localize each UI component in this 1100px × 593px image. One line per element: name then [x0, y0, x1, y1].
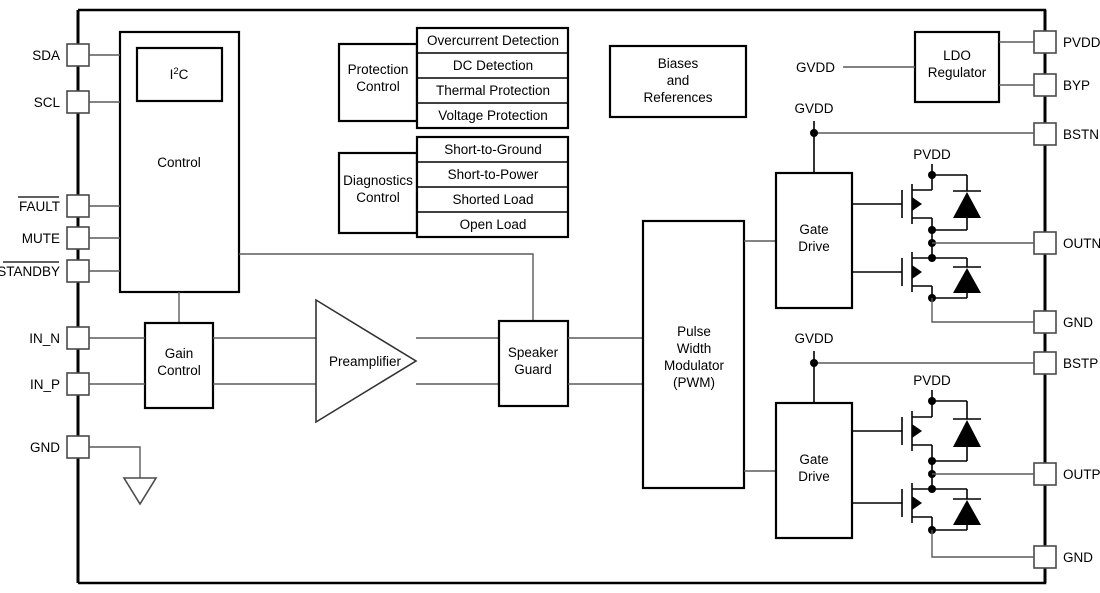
pin-standby-label: STANDBY — [0, 264, 60, 279]
protection-item-1[interactable]: DC Detection — [453, 58, 533, 73]
junction-dot-gvdd-bot — [810, 359, 818, 367]
pvdd-bot-label: PVDD — [913, 373, 951, 388]
gvdd-ldo-label: GVDD — [796, 60, 835, 75]
protection-control-label-1: Protection — [348, 62, 409, 77]
diagnostics-item-1[interactable]: Short-to-Power — [448, 167, 539, 182]
gate-drive-bot-label-1: Gate — [799, 452, 828, 467]
pin-scl[interactable]: SCL — [34, 90, 90, 114]
biases-label-3: References — [643, 90, 712, 105]
pin-in-n[interactable]: IN_N — [29, 326, 90, 350]
gain-control-block[interactable] — [143, 321, 215, 410]
pwm-label-1: Pulse — [677, 324, 711, 339]
pin-byp[interactable]: BYP — [1033, 73, 1090, 97]
pwm-block[interactable] — [641, 219, 746, 490]
gate-drive-bottom-block[interactable] — [774, 401, 854, 540]
pin-in-n-label: IN_N — [29, 331, 60, 346]
mosfet-high-side-outn — [852, 174, 981, 234]
pin-sda-label: SDA — [32, 48, 60, 63]
gate-drive-bot-label-2: Drive — [798, 469, 830, 484]
i2c-block[interactable] — [135, 46, 224, 103]
junction-dot-gvdd-top — [810, 129, 818, 137]
pin-outn[interactable]: OUTN — [1033, 231, 1100, 255]
pvdd-top-label: PVDD — [913, 147, 951, 162]
wire-control-speakerguard — [239, 253, 534, 321]
preamplifier-label: Preamplifier — [329, 354, 402, 369]
protection-control-label-2: Control — [356, 79, 400, 94]
speaker-guard-label-2: Guard — [514, 362, 552, 377]
pin-in-p[interactable]: IN_P — [30, 372, 90, 396]
protection-item-2[interactable]: Thermal Protection — [436, 83, 550, 98]
gain-control-label-2: Control — [157, 363, 201, 378]
pin-outn-label: OUTN — [1063, 236, 1100, 251]
pin-mute[interactable]: MUTE — [22, 226, 90, 250]
pin-pvdd-label: PVDD — [1063, 35, 1100, 50]
wire-gnd-symbol — [89, 446, 141, 478]
pin-gnd-left[interactable]: GND — [30, 435, 90, 459]
speaker-guard-label-1: Speaker — [508, 345, 559, 360]
biases-label-2: and — [667, 73, 690, 88]
pwm-label-2: Width — [677, 341, 712, 356]
pin-bstp[interactable]: BSTP — [1033, 351, 1098, 375]
preamplifier-block[interactable] — [315, 298, 418, 424]
pin-fault[interactable]: FAULT — [18, 194, 90, 218]
pwm-label-4: (PWM) — [673, 375, 715, 390]
protection-item-0[interactable]: Overcurrent Detection — [427, 33, 559, 48]
diagnostics-control-label-1: Diagnostics — [343, 173, 413, 188]
pin-bstn[interactable]: BSTN — [1033, 122, 1099, 146]
diagnostics-item-2[interactable]: Shorted Load — [452, 192, 533, 207]
gvdd-top-label: GVDD — [794, 101, 833, 116]
pin-gnd-outp-label: GND — [1063, 550, 1093, 565]
pin-byp-label: BYP — [1063, 78, 1090, 93]
pin-outp[interactable]: OUTP — [1033, 462, 1100, 486]
control-block-label: Control — [157, 155, 201, 170]
ldo-label-2: Regulator — [928, 65, 987, 80]
pin-gnd-outn[interactable]: GND — [1033, 310, 1093, 334]
biases-references-block[interactable] — [608, 44, 748, 119]
diode-triangle-ls-n — [953, 268, 981, 293]
biases-label-1: Biases — [658, 56, 699, 71]
pin-outp-label: OUTP — [1063, 467, 1100, 482]
mosfet-low-side-outp — [852, 483, 981, 534]
pin-sda[interactable]: SDA — [32, 43, 90, 67]
pwm-label-3: Modulator — [664, 358, 725, 373]
pin-mute-label: MUTE — [22, 231, 60, 246]
pin-pvdd[interactable]: PVDD — [1033, 30, 1100, 54]
ground-symbol-icon — [122, 477, 158, 506]
pin-scl-label: SCL — [34, 95, 61, 110]
i2c-block-label: I2C — [170, 66, 189, 83]
protection-item-3[interactable]: Voltage Protection — [438, 108, 548, 123]
speaker-guard-block[interactable] — [497, 319, 570, 408]
diode-triangle-hs-p — [953, 420, 981, 447]
gain-control-label-1: Gain — [165, 346, 194, 361]
pin-gnd-outp[interactable]: GND — [1033, 545, 1093, 569]
pin-bstp-label: BSTP — [1063, 356, 1098, 371]
mosfet-body-arrow-hs-p — [912, 424, 922, 438]
gvdd-bot-label: GVDD — [794, 331, 833, 346]
pin-gnd-outn-label: GND — [1063, 315, 1093, 330]
gate-drive-top-label-2: Drive — [798, 239, 830, 254]
diode-triangle-hs-n — [953, 192, 981, 218]
pin-gnd-left-label: GND — [30, 440, 60, 455]
wire-ls-n-gnd — [931, 298, 1034, 323]
pin-standby[interactable]: STANDBY — [0, 259, 90, 283]
mosfet-low-side-outn — [852, 252, 981, 302]
diagnostics-item-0[interactable]: Short-to-Ground — [444, 142, 542, 157]
diagnostics-control-label-2: Control — [356, 190, 400, 205]
diagnostics-item-3[interactable]: Open Load — [460, 217, 527, 232]
mosfet-body-arrow-ls-p — [912, 496, 922, 510]
ldo-label-1: LDO — [943, 48, 971, 63]
gate-drive-top-label-1: Gate — [799, 222, 828, 237]
mosfet-high-side-outp — [852, 400, 981, 465]
diode-triangle-ls-p — [953, 500, 981, 525]
pin-bstn-label: BSTN — [1063, 127, 1099, 142]
mosfet-body-arrow-hs-n — [912, 197, 922, 211]
mosfet-body-arrow-ls-n — [912, 265, 922, 279]
wire-ls-p-gnd — [931, 530, 1034, 558]
pin-in-p-label: IN_P — [30, 377, 60, 392]
pin-fault-label: FAULT — [19, 199, 60, 214]
